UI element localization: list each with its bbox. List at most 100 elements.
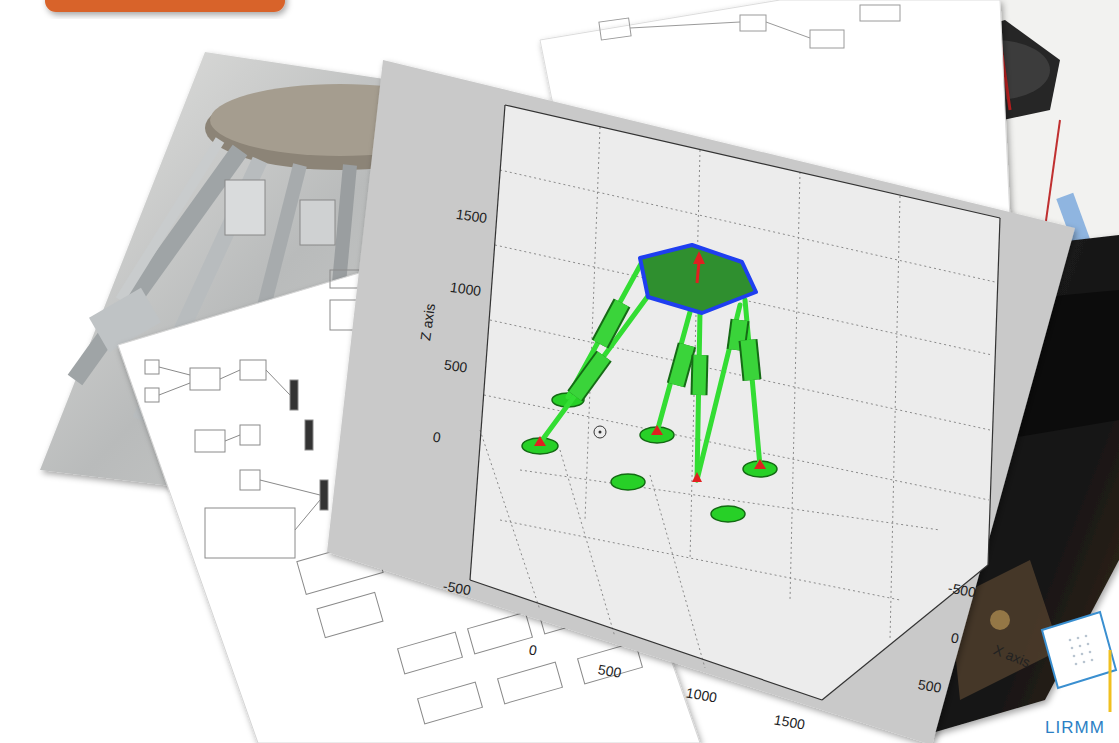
- hexapod-model-part-part: [697, 312, 700, 480]
- hexapod-model-part: [599, 431, 602, 434]
- simulink-card-part: [159, 383, 190, 395]
- matlab-3d-plot: [327, 60, 1075, 743]
- matlab-3d-plot-part-part: [585, 127, 600, 520]
- y-tick-label: 500: [917, 677, 942, 695]
- hexapod-model-part: [594, 426, 606, 438]
- y-tick-label: -500: [947, 581, 977, 600]
- x-tick-label: 1000: [685, 685, 718, 704]
- simulink-card-part: [317, 592, 383, 637]
- lirmm-logo-part-part: [1075, 663, 1078, 666]
- matlab-3d-plot-part: [470, 105, 1000, 700]
- simulink-card-part: [398, 632, 463, 674]
- matlab-3d-plot-part-part: [490, 320, 990, 430]
- matlab-3d-plot-part-part: [500, 170, 995, 282]
- lirmm-logo-part-part: [1085, 635, 1088, 638]
- hexapod-model-part-part: [748, 340, 752, 380]
- simulink-card-top-part: [630, 22, 740, 28]
- matlab-3d-plot-part-part: [690, 150, 700, 560]
- lirmm-logo-part-part: [1069, 639, 1072, 642]
- lirmm-logo: [1042, 612, 1116, 712]
- lirmm-logo-part-part: [1077, 637, 1080, 640]
- hexapod-model-part: [575, 303, 752, 396]
- lirmm-logo-part: [1109, 650, 1112, 712]
- simulink-card-part: [290, 380, 298, 410]
- title-tab-part: [45, 0, 285, 12]
- simulink-card-part: [305, 420, 313, 450]
- y-tick-label: 0: [950, 630, 960, 645]
- hexapod-model-part: [640, 245, 756, 313]
- hexapod-model-part-part: [611, 474, 645, 490]
- matlab-3d-plot-part-part: [822, 565, 988, 700]
- hexapod-model-part-part: [676, 345, 687, 385]
- matlab-3d-plot-part-part: [520, 470, 940, 530]
- simulink-card-part: [418, 682, 483, 724]
- hexapod-model-part-part: [748, 340, 752, 380]
- hexapod-model-part-part: [600, 303, 622, 344]
- hexapod-model-part-part: [657, 312, 690, 432]
- lirmm-logo-part-part: [1083, 661, 1086, 664]
- hexapod-model-part-part: [540, 296, 648, 443]
- x-tick-label: 0: [528, 642, 538, 657]
- matlab-3d-plot-part-part: [470, 580, 822, 700]
- simulink-card-part: [330, 270, 360, 288]
- lirmm-logo-part-part: [1073, 655, 1076, 658]
- simulink-card-top-part: [810, 30, 844, 48]
- simulink-card-part: [240, 425, 260, 445]
- simulink-card-part: [320, 480, 328, 510]
- simulink-card-part: [295, 500, 320, 530]
- matlab-3d-plot-part-part: [988, 218, 1000, 565]
- simulink-card-part: [468, 612, 533, 654]
- z-tick-label: 500: [443, 357, 468, 374]
- hexapod-model-part-part: [534, 436, 546, 446]
- simulink-card-part: [220, 370, 240, 379]
- hexapod-model-part-part: [754, 459, 766, 469]
- lirmm-logo-part-part: [1079, 645, 1082, 648]
- lirmm-logo-part-part: [1091, 659, 1094, 662]
- simulink-card-top-part: [766, 22, 810, 38]
- hexapod-model-part-part: [699, 355, 700, 395]
- simulink-card-part: [266, 370, 290, 395]
- matlab-3d-plot-part-part: [650, 475, 705, 668]
- lirmm-logo-part-part: [1081, 653, 1084, 656]
- simulink-card-top-part: [860, 5, 900, 21]
- hexapod-photo-card-part: [225, 180, 265, 235]
- hexapod-model-part-part: [697, 305, 740, 480]
- z-tick-label: 1000: [450, 280, 483, 298]
- simulink-card-top-part: [599, 18, 631, 40]
- simulink-card-part: [240, 470, 260, 490]
- simulink-card-part: [498, 662, 563, 704]
- x-tick-label: 1500: [773, 712, 806, 731]
- simulink-card-part: [225, 435, 240, 441]
- hexapod-model: [522, 245, 777, 522]
- axis-title: Z axis: [418, 303, 437, 342]
- hexapod-model-part-part: [568, 262, 642, 397]
- title-tab: [45, 0, 285, 12]
- hardware-photo-card-part: [990, 610, 1010, 630]
- simulink-card-part: [145, 388, 159, 402]
- simulink-card-part: [240, 360, 266, 380]
- hexapod-model-part-part: [676, 345, 687, 385]
- hexapod-model-part-part: [575, 356, 604, 396]
- simulink-card-part: [260, 480, 320, 495]
- matlab-3d-plot-part-part: [484, 395, 989, 500]
- axis-title: X axis: [992, 642, 1033, 669]
- matlab-3d-plot-part-part: [470, 105, 505, 580]
- hexapod-model-part: [534, 425, 766, 482]
- simulink-card-top-part: [740, 15, 766, 31]
- hexapod-model-part-part: [600, 303, 622, 344]
- logo-text: LIRMM: [1045, 719, 1105, 736]
- x-tick-label: 500: [597, 662, 622, 680]
- hexapod-model-part-part: [575, 356, 604, 396]
- lirmm-logo-part: [1069, 635, 1094, 666]
- lirmm-logo-part: [1042, 612, 1116, 688]
- matlab-3d-plot-part-part: [560, 450, 615, 637]
- hexapod-photo-card-part: [120, 140, 220, 300]
- z-tick-label: 1500: [456, 207, 489, 225]
- hexapod-photo-card-part: [300, 200, 335, 245]
- lirmm-logo-part-part: [1089, 651, 1092, 654]
- matlab-3d-plot-part: [480, 127, 995, 668]
- matlab-3d-plot-part: [470, 105, 1000, 700]
- hexapod-model-part-part: [692, 472, 702, 482]
- hexapod-model-part: [693, 251, 705, 264]
- matlab-3d-plot-part-part: [790, 172, 800, 600]
